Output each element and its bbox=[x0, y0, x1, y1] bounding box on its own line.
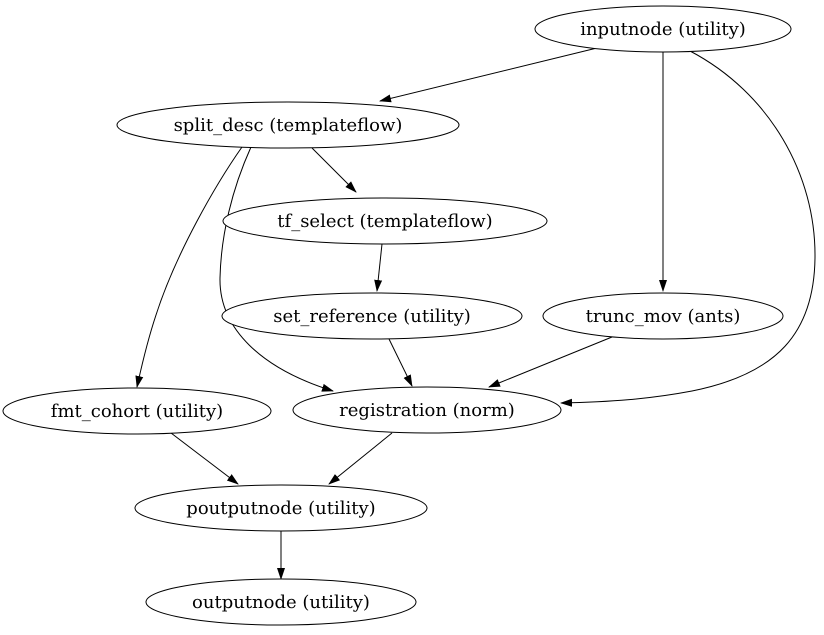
node-poutputnode-ellipse bbox=[134, 484, 428, 532]
node-tf_select-ellipse bbox=[222, 197, 548, 245]
node-fmt_cohort-ellipse bbox=[2, 387, 272, 435]
node-outputnode: outputnode (utility) bbox=[145, 578, 417, 626]
edge-trunc_mov-to-registration bbox=[488, 336, 613, 388]
node-trunc_mov-label: trunc_mov (ants) bbox=[586, 306, 741, 327]
node-fmt_cohort-label: fmt_cohort (utility) bbox=[51, 401, 223, 422]
edge-inputnode-to-split_desc bbox=[379, 47, 598, 103]
node-split_desc-label: split_desc (templateflow) bbox=[174, 115, 403, 136]
edge-registration-to-poutputnode bbox=[328, 432, 393, 485]
node-outputnode-ellipse bbox=[145, 578, 417, 626]
node-inputnode-label: inputnode (utility) bbox=[580, 19, 746, 40]
node-trunc_mov: trunc_mov (ants) bbox=[542, 292, 784, 340]
node-inputnode: inputnode (utility) bbox=[534, 5, 792, 53]
node-registration: registration (norm) bbox=[292, 386, 562, 434]
node-split_desc: split_desc (templateflow) bbox=[116, 101, 460, 149]
node-set_reference-label: set_reference (utility) bbox=[273, 306, 471, 327]
edge-split_desc-to-registration bbox=[219, 146, 334, 392]
node-poutputnode: poutputnode (utility) bbox=[134, 484, 428, 532]
edge-inputnode-to-registration bbox=[560, 50, 816, 407]
edge-tf_select-to-set_reference bbox=[374, 243, 383, 292]
node-outputnode-label: outputnode (utility) bbox=[192, 592, 370, 613]
node-inputnode-ellipse bbox=[534, 5, 792, 53]
nodes-layer: inputnode (utility) split_desc (templatef… bbox=[2, 5, 792, 626]
edge-set_reference-to-registration bbox=[388, 338, 413, 387]
edges-layer bbox=[135, 47, 816, 580]
edge-fmt_cohort-to-poutputnode bbox=[170, 432, 239, 485]
edge-split_desc-to-tf_select bbox=[311, 147, 357, 193]
node-registration-label: registration (norm) bbox=[339, 400, 515, 421]
node-tf_select-label: tf_select (templateflow) bbox=[277, 211, 492, 232]
node-set_reference: set_reference (utility) bbox=[221, 292, 523, 340]
node-split_desc-ellipse bbox=[116, 101, 460, 149]
node-trunc_mov-ellipse bbox=[542, 292, 784, 340]
node-registration-ellipse bbox=[292, 386, 562, 434]
node-tf_select: tf_select (templateflow) bbox=[222, 197, 548, 245]
node-set_reference-ellipse bbox=[221, 292, 523, 340]
node-poutputnode-label: poutputnode (utility) bbox=[186, 498, 375, 519]
edge-split_desc-to-fmt_cohort bbox=[135, 146, 243, 388]
node-fmt_cohort: fmt_cohort (utility) bbox=[2, 387, 272, 435]
